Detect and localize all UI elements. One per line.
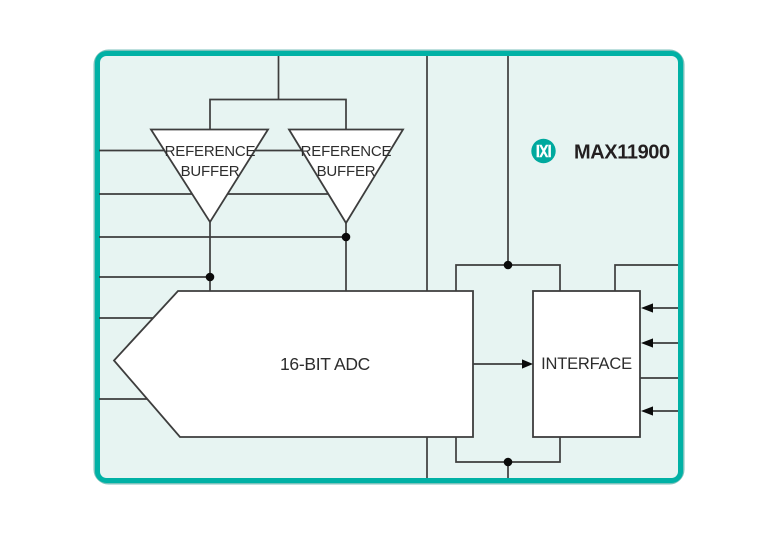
- junction-dots: [205, 232, 513, 467]
- part-number: MAX11900: [574, 142, 670, 164]
- junction-dot-ref-left: [205, 272, 215, 282]
- adc-label: 16-BIT ADC: [280, 354, 370, 374]
- adc-block-shape: [112, 290, 474, 438]
- junction-dot-bottom-bracket: [503, 457, 513, 467]
- ref-buffer-right-label-line2: BUFFER: [317, 163, 376, 180]
- reference-buffer-left-triangle: [149, 128, 270, 224]
- adc-to-interface-arrowhead: [522, 359, 533, 369]
- interface-block: [532, 290, 641, 438]
- maxim-logo: [531, 138, 556, 164]
- right-input-arrowhead-2: [641, 338, 653, 348]
- arrowheads: [522, 303, 653, 416]
- interface-top-right-stub: [614, 264, 678, 292]
- interface-label: INTERFACE: [541, 355, 632, 373]
- right-input-arrowhead-1: [641, 303, 653, 313]
- ref-splitter-line: [209, 98, 347, 131]
- reference-buffer-right-triangle: [287, 128, 405, 225]
- junction-dot-top-bracket: [503, 260, 513, 270]
- right-input-arrowhead-3: [641, 406, 653, 416]
- ref-buffer-left-label-line2: BUFFER: [181, 163, 240, 180]
- junction-dot-ref-right: [341, 232, 351, 242]
- maxim-logo-m-glyph: [536, 144, 551, 158]
- connection-lines: [99, 56, 678, 478]
- ref-buffer-right-label-line1: REFERENCE: [301, 143, 392, 160]
- ref-buffer-left-label-line1: REFERENCE: [165, 143, 256, 160]
